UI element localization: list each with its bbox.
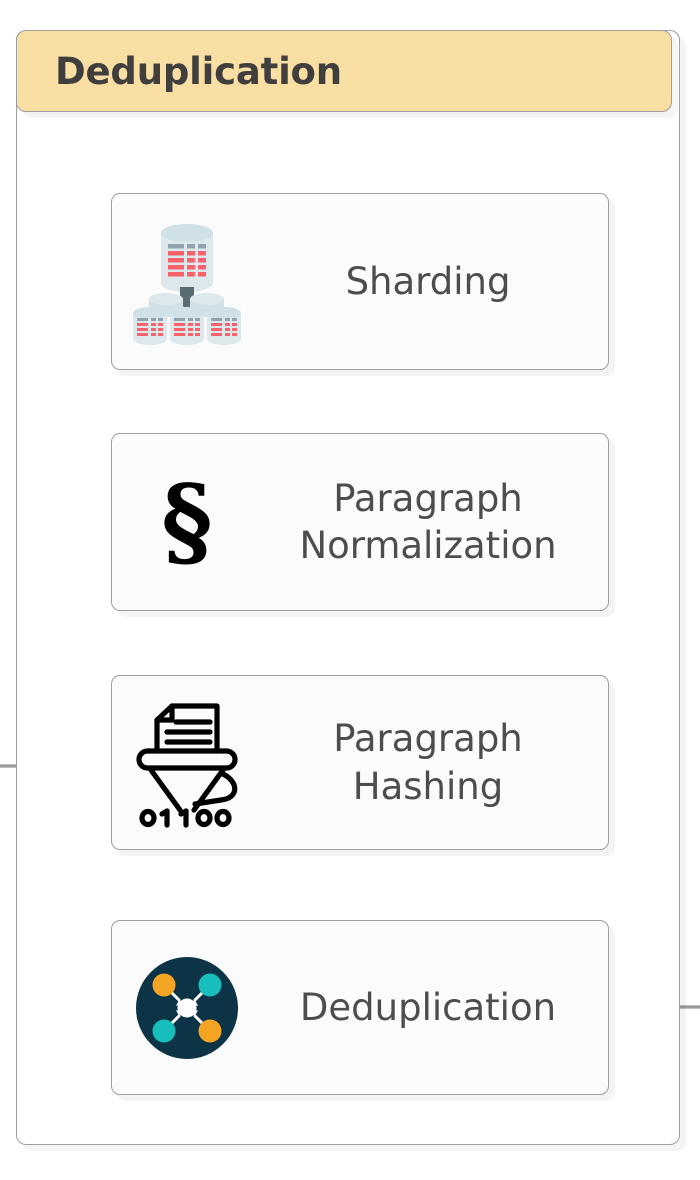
node-label-paragraph-hashing: Paragraph Hashing — [333, 717, 523, 808]
database-sharding-icon — [112, 217, 262, 347]
node-sharding[interactable]: Sharding — [111, 193, 609, 370]
network-graph-icon — [112, 956, 262, 1060]
section-sign-glyph: § — [161, 464, 213, 579]
node-deduplication[interactable]: Deduplication — [111, 920, 609, 1095]
pilcrow-section-icon: § — [112, 473, 262, 571]
node-label-sharding: Sharding — [345, 259, 511, 303]
node-paragraph-hashing[interactable]: Paragraph Hashing — [111, 675, 609, 850]
document-shredder-funnel-icon — [112, 698, 262, 828]
page-title: Deduplication — [55, 49, 342, 93]
node-label-deduplication: Deduplication — [299, 985, 557, 1029]
subgraph-title-banner: Deduplication — [16, 30, 672, 112]
node-paragraph-normalization[interactable]: § Paragraph Normalization — [111, 433, 609, 611]
node-label-paragraph-normalization: Paragraph Normalization — [299, 476, 557, 567]
